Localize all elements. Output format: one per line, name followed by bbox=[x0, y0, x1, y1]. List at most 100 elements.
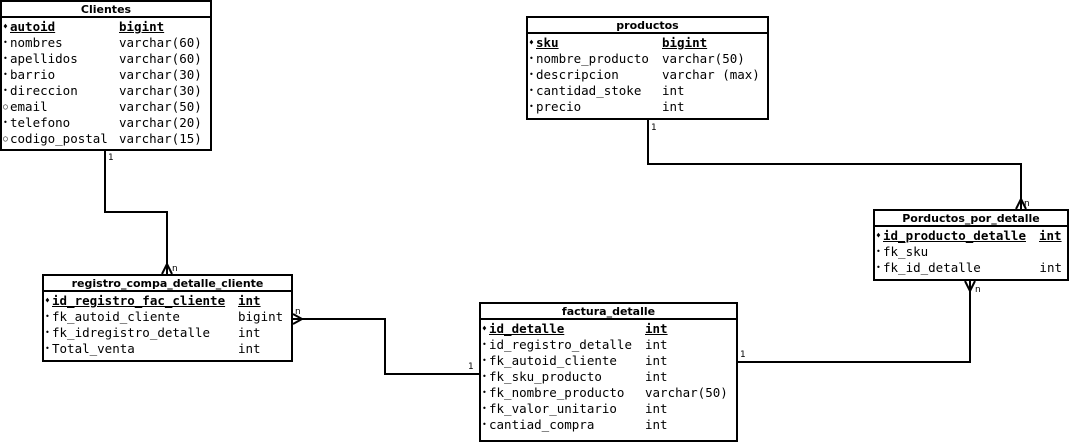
required-marker-icon: • bbox=[3, 86, 8, 95]
attribute-type: varchar(30) bbox=[119, 67, 202, 82]
card-clientes-1: 1 bbox=[108, 153, 114, 163]
attribute-type: int bbox=[1039, 228, 1062, 243]
attribute-type: varchar(50) bbox=[645, 385, 728, 400]
attribute-name: cantidad_stoke bbox=[536, 83, 642, 98]
attribute-name: autoid bbox=[10, 19, 56, 34]
attribute-name: id_detalle bbox=[489, 321, 565, 336]
required-marker-icon: • bbox=[482, 420, 487, 429]
attribute-row: •fk_sku_producto int bbox=[481, 369, 736, 385]
attribute-type: int bbox=[238, 293, 261, 308]
card-factura-1-left: 1 bbox=[468, 362, 474, 372]
key-marker-icon: ♦ bbox=[529, 38, 534, 47]
required-marker-icon: • bbox=[3, 118, 8, 127]
required-marker-icon: • bbox=[3, 70, 8, 79]
crowfoot-registro-right bbox=[292, 313, 305, 325]
attribute-name: apellidos bbox=[10, 51, 78, 66]
card-registro-n: n bbox=[172, 264, 178, 274]
attribute-type: varchar(50) bbox=[119, 99, 202, 114]
attribute-type: varchar (max) bbox=[662, 67, 760, 82]
crowfoot-registro-top bbox=[161, 261, 173, 275]
entity-title: Clientes bbox=[2, 2, 210, 18]
key-marker-icon: ♦ bbox=[45, 296, 50, 305]
primary-key-row: ♦id_registro_fac_cliente int bbox=[44, 293, 291, 309]
attribute-name: codigo_postal bbox=[10, 131, 108, 146]
attribute-name: fk_autoid_cliente bbox=[489, 353, 617, 368]
required-marker-icon: • bbox=[529, 86, 534, 95]
required-marker-icon: • bbox=[529, 54, 534, 63]
entity-title: registro_compa_detalle_cliente bbox=[44, 276, 291, 292]
attribute-name: fk_nombre_producto bbox=[489, 385, 625, 400]
attribute-name: cantiad_compra bbox=[489, 417, 595, 432]
crowfoot-pxd-top bbox=[1015, 196, 1027, 210]
card-registro-n-right: n bbox=[295, 307, 301, 317]
attribute-name: nombres bbox=[10, 35, 63, 50]
required-marker-icon: • bbox=[45, 328, 50, 337]
key-marker-icon: ♦ bbox=[3, 22, 8, 31]
attribute-name: fk_sku bbox=[883, 244, 929, 259]
link-registro-factura bbox=[293, 318, 479, 375]
attribute-type: int bbox=[645, 353, 668, 368]
key-marker-icon: ♦ bbox=[876, 231, 881, 240]
attribute-type: varchar(60) bbox=[119, 35, 202, 50]
attribute-name: nombre_producto bbox=[536, 51, 649, 66]
entity-title: factura_detalle bbox=[481, 304, 736, 320]
attribute-row: •fk_nombre_producto varchar(50) bbox=[481, 385, 736, 401]
required-marker-icon: • bbox=[529, 102, 534, 111]
primary-key-row: ♦id_producto_detalle int bbox=[875, 228, 1067, 244]
entity-title: productos bbox=[528, 18, 767, 34]
attribute-type: int bbox=[645, 417, 668, 432]
link-productos-pxd bbox=[647, 120, 1022, 209]
attribute-type: bigint bbox=[662, 35, 708, 50]
required-marker-icon: • bbox=[482, 372, 487, 381]
key-marker-icon: ♦ bbox=[482, 324, 487, 333]
attribute-name: id_producto_detalle bbox=[883, 228, 1026, 243]
required-marker-icon: • bbox=[482, 356, 487, 365]
required-marker-icon: • bbox=[45, 312, 50, 321]
attribute-row: •nombres varchar(60) bbox=[2, 35, 210, 51]
attribute-name: fk_sku_producto bbox=[489, 369, 602, 384]
primary-key-row: ♦autoid bigint bbox=[2, 19, 210, 35]
attribute-type: int bbox=[238, 341, 261, 356]
optional-marker-icon: ○ bbox=[3, 102, 8, 111]
attribute-type: int bbox=[645, 369, 668, 384]
card-pxd-n-top: n bbox=[1024, 199, 1030, 209]
required-marker-icon: • bbox=[3, 38, 8, 47]
required-marker-icon: • bbox=[482, 340, 487, 349]
attribute-name: descripcion bbox=[536, 67, 619, 82]
attribute-type: varchar(20) bbox=[119, 115, 202, 130]
required-marker-icon: • bbox=[482, 388, 487, 397]
attribute-row: •fk_autoid_cliente int bbox=[481, 353, 736, 369]
attribute-name: id_registro_fac_cliente bbox=[52, 293, 226, 308]
entity-body: ♦id_producto_detalle int•fk_sku•fk_id_det… bbox=[875, 227, 1067, 276]
attribute-type: varchar(50) bbox=[662, 51, 745, 66]
attribute-type: int bbox=[662, 99, 685, 114]
attribute-row: •fk_sku bbox=[875, 244, 1067, 260]
attribute-name: direccion bbox=[10, 83, 78, 98]
attribute-type: int bbox=[645, 337, 668, 352]
required-marker-icon: • bbox=[482, 404, 487, 413]
entity-registro-compa-detalle-cliente: registro_compa_detalle_cliente ♦id_regis… bbox=[42, 274, 293, 362]
required-marker-icon: • bbox=[3, 54, 8, 63]
attribute-name: fk_idregistro_detalle bbox=[52, 325, 211, 340]
attribute-type: bigint bbox=[119, 19, 165, 34]
attribute-name: id_registro_detalle bbox=[489, 337, 632, 352]
card-factura-1-right: 1 bbox=[740, 350, 746, 360]
attribute-name: sku bbox=[536, 35, 559, 50]
